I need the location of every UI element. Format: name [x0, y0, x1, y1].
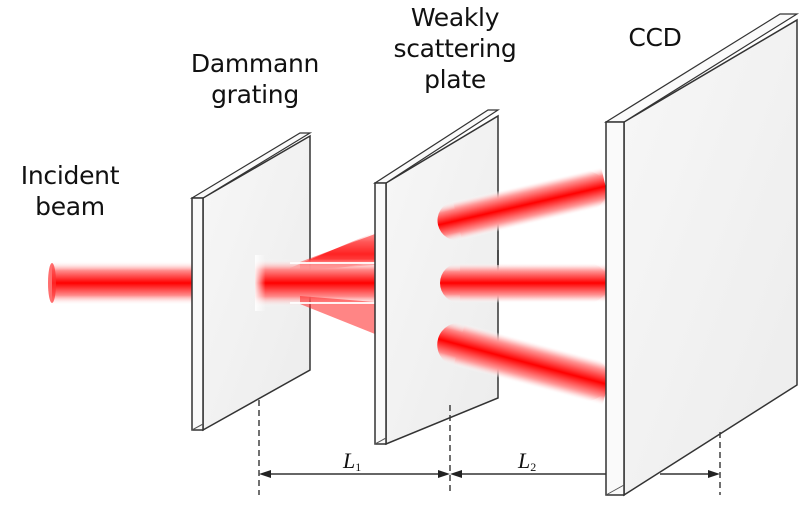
diffracted-beams-after-grating	[255, 232, 375, 334]
ccd-label-text: CCD	[628, 23, 682, 52]
incident-beam-label-line1: Incident	[20, 161, 120, 190]
scattering-plate-label-line3: plate	[424, 65, 486, 94]
incident-beam	[48, 261, 193, 305]
l1-subscript: 1	[355, 460, 362, 474]
incident-beam-label-line2: beam	[35, 192, 105, 221]
ccd-label: CCD	[615, 22, 695, 53]
l2-symbol: L	[518, 448, 531, 473]
dimension-arrowheads	[259, 470, 720, 478]
scattering-plate-label-line1: Weakly	[410, 3, 500, 32]
incident-beam-label: Incident beam	[0, 160, 140, 222]
l1-dimension-label: L1	[343, 448, 361, 475]
ccd-detector	[603, 13, 800, 497]
l2-subscript: 2	[530, 460, 537, 474]
scattering-plate-label: Weakly scattering plate	[380, 2, 530, 95]
l2-dimension-label: L2	[518, 448, 536, 475]
dimension-lines	[258, 400, 721, 495]
beams-after-scattering-plate	[437, 166, 614, 406]
l1-symbol: L	[343, 448, 356, 473]
dammann-grating-label: Dammann grating	[185, 48, 325, 110]
dammann-grating-label-line2: grating	[211, 80, 299, 109]
dammann-grating-label-line1: Dammann	[190, 49, 320, 78]
scattering-plate-label-line2: scattering	[393, 34, 517, 63]
